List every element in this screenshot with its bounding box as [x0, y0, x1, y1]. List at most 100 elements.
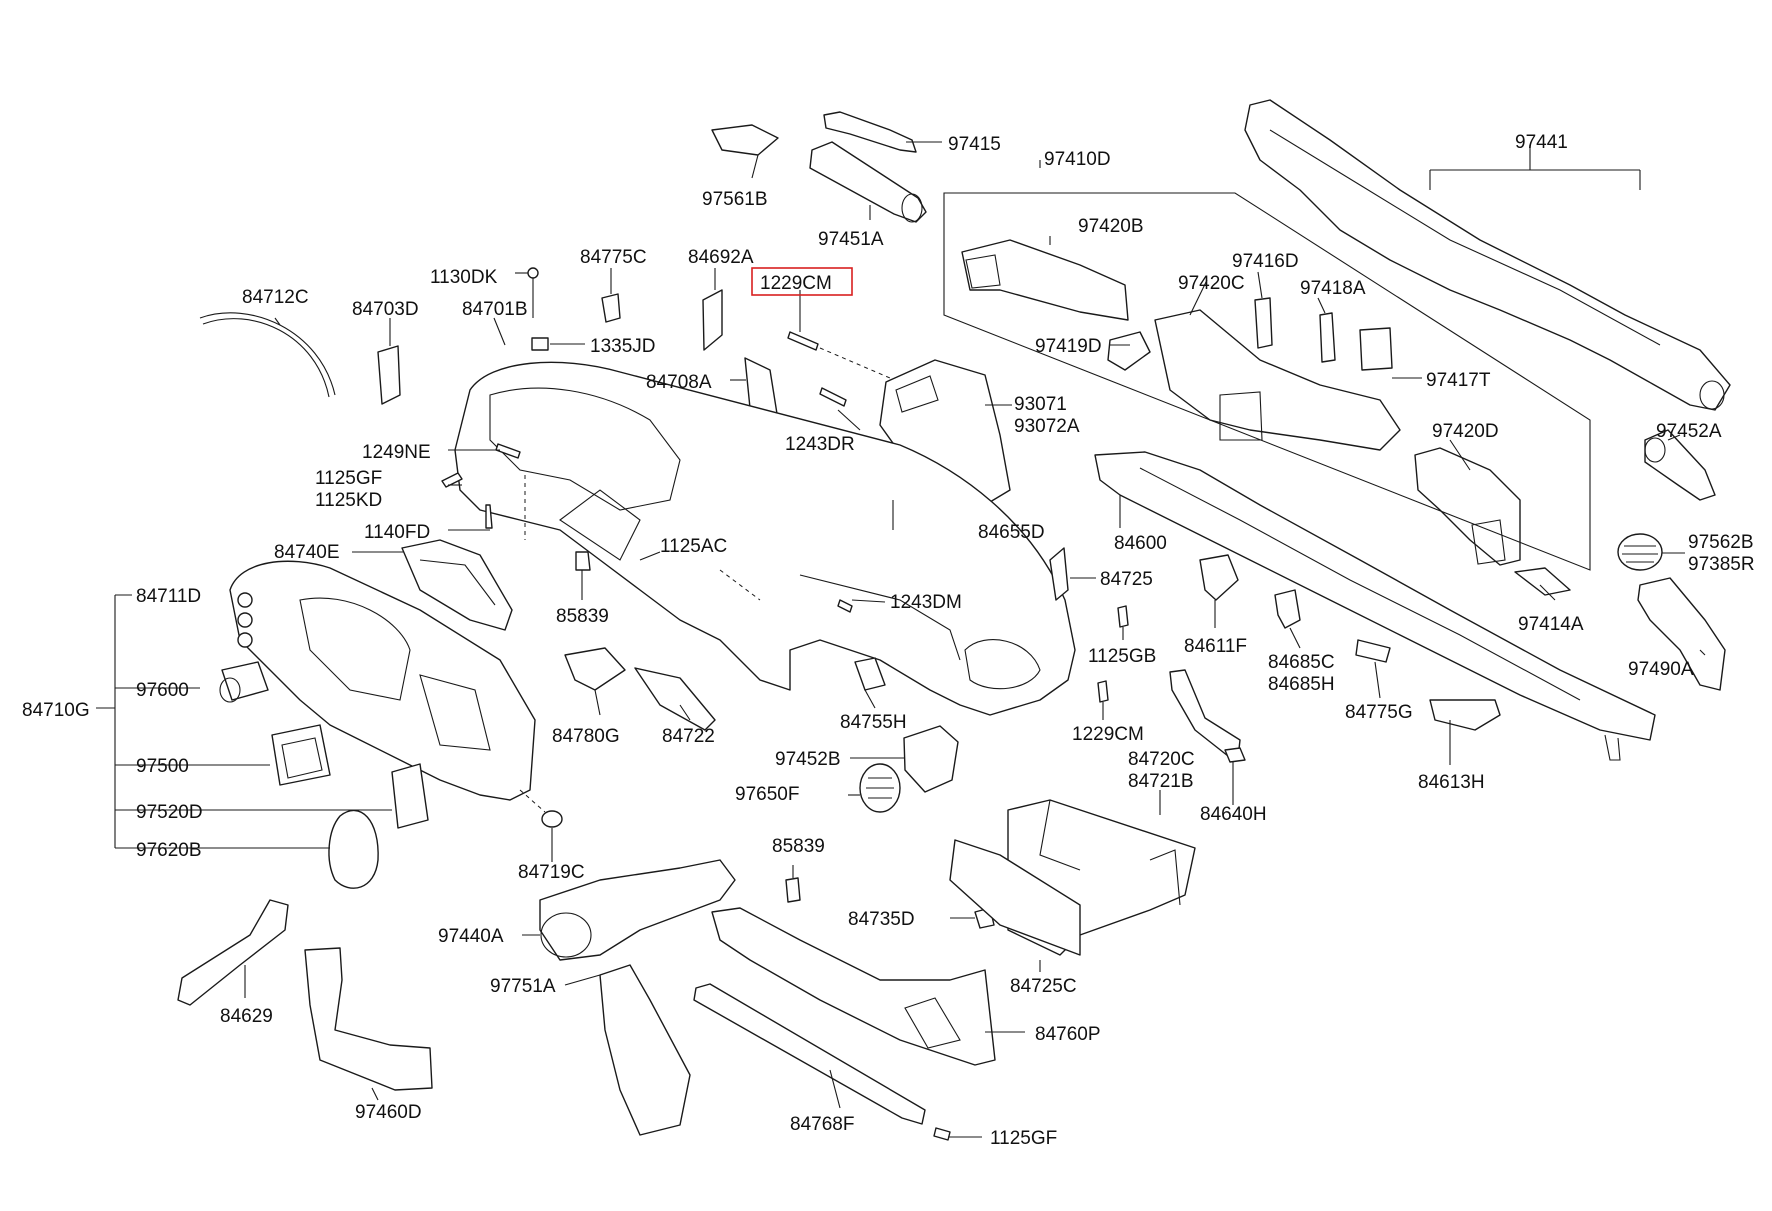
label-84775g[interactable]: 84775G	[1345, 702, 1413, 723]
label-84685c[interactable]: 84685C	[1268, 652, 1335, 673]
clip-85839-bottom	[785, 877, 801, 903]
label-84768f[interactable]: 84768F	[790, 1114, 854, 1135]
label-1249ne[interactable]: 1249NE	[362, 442, 431, 463]
plug-84719c	[541, 810, 563, 828]
label-93072a[interactable]: 93072A	[1014, 416, 1080, 437]
label-97410d[interactable]: 97410D	[1044, 149, 1111, 170]
label-97414a[interactable]: 97414A	[1518, 614, 1584, 635]
label-97441[interactable]: 97441	[1515, 132, 1568, 153]
label-97451a[interactable]: 97451A	[818, 229, 884, 250]
label-1125gb[interactable]: 1125GB	[1088, 646, 1156, 667]
label-84719c[interactable]: 84719C	[518, 862, 585, 883]
label-84780g[interactable]: 84780G	[552, 726, 620, 747]
duct-cap-97561b	[711, 124, 779, 156]
label-84685h[interactable]: 84685H	[1268, 674, 1335, 695]
duct-97490a	[1637, 577, 1726, 691]
label-84600[interactable]: 84600	[1114, 533, 1167, 554]
label-97419d[interactable]: 97419D	[1035, 336, 1102, 357]
label-97561b[interactable]: 97561B	[702, 189, 768, 210]
label-1243dr[interactable]: 1243DR	[785, 434, 855, 455]
bracket-84685c	[1274, 589, 1301, 629]
label-84703d[interactable]: 84703D	[352, 299, 419, 320]
screw-1125gb	[1117, 605, 1129, 628]
label-1125kd[interactable]: 1125KD	[315, 490, 382, 511]
label-97600[interactable]: 97600	[136, 680, 189, 701]
vent-97620b	[328, 809, 379, 889]
vent-97562b	[1617, 533, 1663, 571]
bracket-84720c	[1169, 669, 1241, 759]
label-97415[interactable]: 97415	[948, 134, 1001, 155]
label-97452a-right[interactable]: 97452A	[1656, 421, 1722, 442]
label-84710g[interactable]: 84710G	[22, 700, 90, 721]
label-1335jd[interactable]: 1335JD	[590, 336, 656, 357]
label-84722[interactable]: 84722	[662, 726, 715, 747]
label-84712c[interactable]: 84712C	[242, 287, 309, 308]
label-1125gf-left[interactable]: 1125GF	[315, 468, 382, 489]
label-84725c[interactable]: 84725C	[1010, 976, 1077, 997]
label-97420d[interactable]: 97420D	[1432, 421, 1499, 442]
label-97650f[interactable]: 97650F	[735, 784, 799, 805]
label-97416d[interactable]: 97416D	[1232, 251, 1299, 272]
label-97452b[interactable]: 97452B	[775, 749, 841, 770]
label-97385r[interactable]: 97385R	[1688, 554, 1755, 575]
bolt-1130dk	[527, 267, 539, 318]
bracket-84725	[1049, 547, 1069, 601]
label-97420c[interactable]: 97420C	[1178, 273, 1245, 294]
duct-97420b	[961, 239, 1129, 321]
label-84720c[interactable]: 84720C	[1128, 749, 1195, 770]
label-84735d[interactable]: 84735D	[848, 909, 915, 930]
label-97460d[interactable]: 97460D	[355, 1102, 422, 1123]
label-93071[interactable]: 93071	[1014, 394, 1067, 415]
label-84640h[interactable]: 84640H	[1200, 804, 1267, 825]
label-97440a[interactable]: 97440A	[438, 926, 504, 947]
label-84775c[interactable]: 84775C	[580, 247, 647, 268]
label-97751a[interactable]: 97751A	[490, 976, 556, 997]
label-1140fd[interactable]: 1140FD	[364, 522, 430, 543]
bracket-84692a	[702, 289, 723, 351]
leader-lines	[96, 141, 1706, 1138]
label-84711d[interactable]: 84711D	[136, 586, 201, 607]
label-84725[interactable]: 84725	[1100, 569, 1153, 590]
label-1130dk[interactable]: 1130DK	[430, 267, 498, 288]
bracket-97414a	[1514, 567, 1571, 596]
screw-1249ne	[495, 443, 521, 459]
bracket-84629	[177, 899, 289, 1006]
label-97417t[interactable]: 97417T	[1426, 370, 1491, 391]
screw-1125gf-bottom	[933, 1127, 951, 1141]
label-84613h[interactable]: 84613H	[1418, 772, 1485, 793]
screw-1243dm	[837, 599, 853, 613]
label-85839-b[interactable]: 85839	[772, 836, 825, 857]
label-1125ac[interactable]: 1125AC	[660, 536, 727, 557]
label-97420b[interactable]: 97420B	[1078, 216, 1144, 237]
label-85839-a[interactable]: 85839	[556, 606, 609, 627]
label-84740e[interactable]: 84740E	[274, 542, 340, 563]
label-1229cm-top[interactable]: 1229CM	[760, 273, 832, 294]
label-97500[interactable]: 97500	[136, 756, 189, 777]
label-1243dm[interactable]: 1243DM	[890, 592, 962, 613]
label-84760p[interactable]: 84760P	[1035, 1024, 1101, 1045]
label-97418a[interactable]: 97418A	[1300, 278, 1366, 299]
label-97520d[interactable]: 97520D	[136, 802, 203, 823]
label-97620b[interactable]: 97620B	[136, 840, 202, 861]
part-labels[interactable]: 97415 97561B 97451A 97410D 97441 84775C …	[22, 132, 1755, 1149]
screw-1140fd	[485, 504, 493, 529]
lower-panel-84760p	[711, 907, 996, 1066]
label-84721b[interactable]: 84721B	[1128, 771, 1194, 792]
label-84629[interactable]: 84629	[220, 1006, 273, 1027]
lid-84725c	[949, 839, 1081, 956]
label-1229cm-bottom[interactable]: 1229CM	[1072, 724, 1144, 745]
label-97490a[interactable]: 97490A	[1628, 659, 1694, 680]
label-84708a[interactable]: 84708A	[646, 372, 712, 393]
label-84655d[interactable]: 84655D	[978, 522, 1045, 543]
label-84692a[interactable]: 84692A	[688, 247, 754, 268]
duct-97460d	[304, 947, 433, 1091]
screw-1243dr	[819, 387, 847, 407]
label-84755h[interactable]: 84755H	[840, 712, 907, 733]
label-84701b[interactable]: 84701B	[462, 299, 528, 320]
label-84611f[interactable]: 84611F	[1184, 636, 1247, 657]
label-1125gf-bottom[interactable]: 1125GF	[990, 1128, 1057, 1149]
label-97562b[interactable]: 97562B	[1688, 532, 1754, 553]
tray-84780g	[564, 647, 626, 691]
vent-97600	[221, 661, 269, 701]
vent-97500	[271, 724, 331, 786]
